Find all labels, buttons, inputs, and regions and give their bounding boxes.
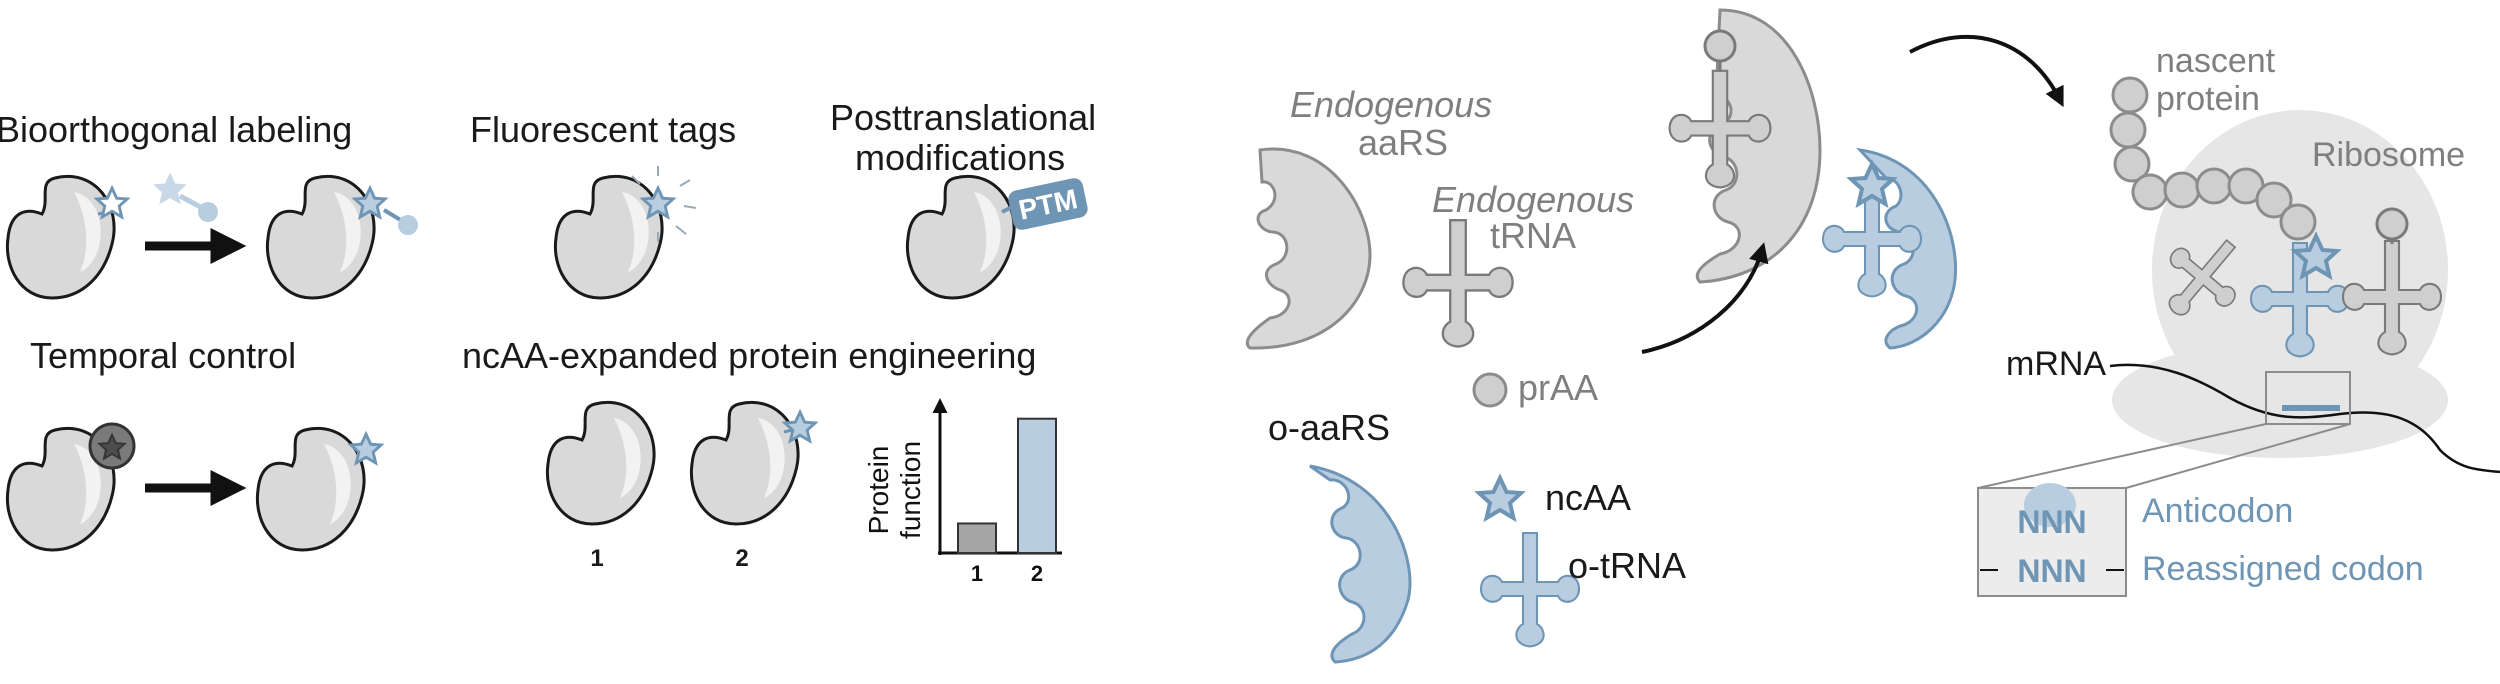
active-protein-icon bbox=[255, 426, 366, 552]
label-ptm-line1: Posttranslational bbox=[830, 97, 1096, 138]
chart-bar-1 bbox=[957, 522, 997, 555]
label-reassigned-codon: Reassigned codon bbox=[2142, 550, 2424, 588]
zoom-source-box bbox=[2265, 371, 2351, 425]
label-endogenous-trna-line2: tRNA bbox=[1490, 215, 1576, 256]
ncaa-star-icon bbox=[1477, 476, 1523, 520]
chart-ylabel-line1: Protein bbox=[863, 446, 894, 535]
fluorescent-protein-icon bbox=[553, 174, 664, 300]
label-anticodon: Anticodon bbox=[2142, 492, 2293, 530]
label-temporal: Temporal control bbox=[30, 335, 296, 376]
charged-aa-icon bbox=[1703, 29, 1737, 63]
zoom-line-right bbox=[2125, 423, 2351, 489]
ribosome-small-subunit bbox=[2112, 342, 2448, 458]
protein-2-icon bbox=[689, 400, 800, 526]
label-mrna: mRNA bbox=[2006, 345, 2106, 383]
label-ncaa: ncAA bbox=[1545, 477, 1631, 518]
label-endogenous-aars-line1: Endogenous bbox=[1290, 84, 1492, 125]
label-endogenous-aars-line2: aaRS bbox=[1358, 122, 1448, 163]
ptm-protein-icon bbox=[905, 174, 1016, 300]
zoom-line-left bbox=[1977, 423, 2267, 489]
chart-tick-2: 2 bbox=[1031, 561, 1043, 586]
label-nascent-line2: protein bbox=[2156, 80, 2260, 118]
label-engineering: ncAA-expanded protein engineering bbox=[462, 335, 1036, 376]
glow-rays-icon bbox=[631, 166, 697, 242]
chart-bar-2 bbox=[1017, 417, 1057, 555]
chart-tick-1: 1 bbox=[971, 561, 983, 586]
protein-function-chart: 1 2 Protein function bbox=[863, 398, 1062, 586]
protein-1-icon bbox=[545, 400, 656, 526]
chart-ylabel-line2: function bbox=[895, 441, 926, 539]
curved-arrow-top-icon bbox=[1909, 34, 2064, 108]
curved-arrow-icon bbox=[1641, 242, 1769, 354]
protein-2-linker bbox=[783, 428, 793, 434]
codon-top-text: NNN bbox=[2017, 504, 2086, 540]
label-ptm-line2: modifications bbox=[855, 137, 1065, 178]
protein-2-label: 2 bbox=[735, 545, 748, 572]
label-praa: prAA bbox=[1518, 367, 1598, 408]
o-aars-complex-icon bbox=[1856, 147, 1958, 350]
ptm-tag-badge bbox=[1008, 178, 1088, 230]
label-bioorthogonal: Bioorthogonal labeling bbox=[0, 109, 352, 150]
label-ribosome: Ribosome bbox=[2312, 136, 2465, 174]
mrna-strand bbox=[2109, 363, 2500, 474]
nascent-protein-chain bbox=[2109, 76, 2317, 241]
endogenous-aars-icon bbox=[1246, 147, 1372, 350]
protein-1-label: 1 bbox=[590, 545, 603, 572]
label-ball-icon bbox=[398, 215, 418, 235]
a-site-aa-icon bbox=[2375, 207, 2409, 241]
label-fluorescent: Fluorescent tags bbox=[470, 109, 736, 150]
labeled-protein-icon bbox=[265, 174, 376, 300]
label-o-aars: o-aaRS bbox=[1268, 407, 1390, 448]
probe-ball-icon bbox=[198, 202, 218, 222]
anticodon-loop-icon bbox=[2024, 483, 2076, 527]
protein-bean-icon bbox=[5, 174, 116, 300]
praa-icon bbox=[1472, 372, 1508, 408]
label-endogenous-trna-line1: Endogenous bbox=[1432, 179, 1634, 220]
label-nascent-line1: nascent bbox=[2156, 42, 2276, 80]
label-o-trna: o-tRNA bbox=[1568, 545, 1686, 586]
codon-bottom-text: NNN bbox=[2017, 553, 2086, 589]
o-trna-icon bbox=[1479, 531, 1581, 648]
o-aars-icon bbox=[1309, 464, 1412, 664]
